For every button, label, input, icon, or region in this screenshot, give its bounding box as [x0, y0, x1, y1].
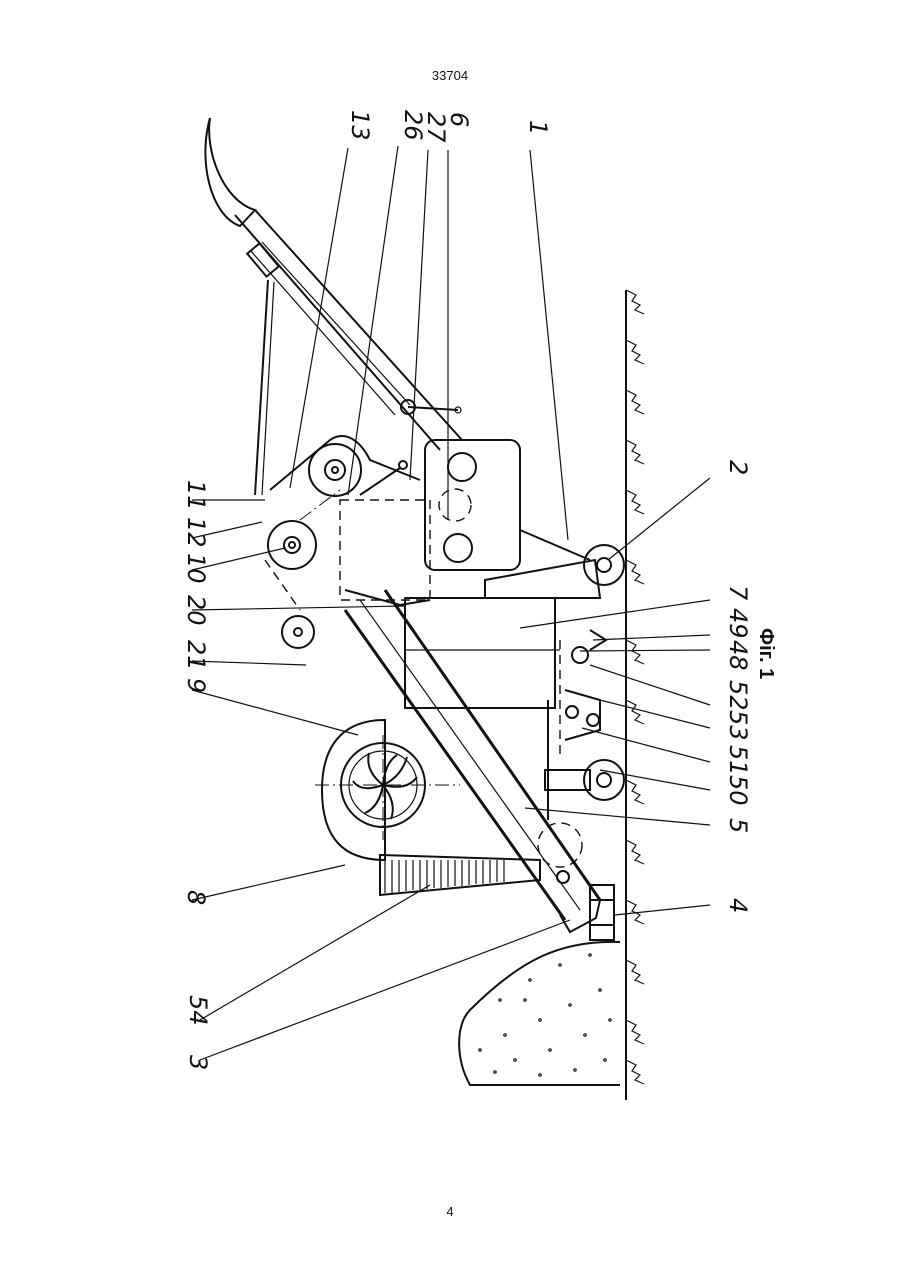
label-54: 54	[184, 995, 212, 1026]
label-13: 13	[346, 110, 374, 141]
pulleys	[265, 444, 407, 648]
ground	[626, 290, 644, 1100]
label-49: 49	[724, 608, 752, 639]
label-10: 10	[182, 553, 210, 584]
label-5: 5	[724, 818, 752, 833]
label-3: 3	[184, 1055, 212, 1070]
machine-frame	[270, 436, 600, 708]
label-51: 51	[724, 745, 752, 776]
label-11: 11	[182, 480, 210, 511]
material-pile	[459, 942, 620, 1085]
page-footer-number: 4	[0, 1204, 900, 1219]
label-52: 52	[724, 680, 752, 711]
label-7: 7	[724, 585, 752, 601]
label-2: 2	[724, 460, 752, 475]
leader-lines	[192, 146, 710, 1060]
label-20: 20	[182, 595, 210, 626]
figure-caption: Фіг. 1	[755, 628, 777, 679]
label-6: 6	[445, 112, 473, 127]
ground-hatching	[626, 290, 644, 1084]
label-53: 53	[724, 710, 752, 741]
label-21: 21	[182, 640, 210, 671]
label-9: 9	[182, 678, 210, 693]
screen-hopper	[380, 823, 582, 895]
wheels	[545, 545, 624, 940]
label-12: 12	[182, 517, 210, 548]
label-48: 48	[724, 640, 752, 671]
label-50: 50	[724, 775, 752, 806]
label-1: 1	[524, 120, 552, 135]
label-4: 4	[724, 898, 752, 913]
label-8: 8	[182, 890, 210, 905]
